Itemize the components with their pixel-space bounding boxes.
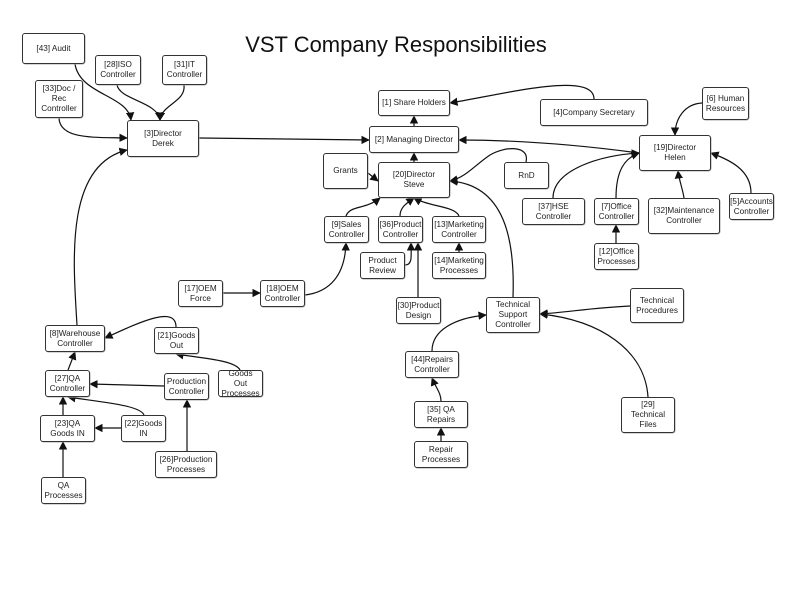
node-techfiles[interactable]: [29] Technical Files <box>621 397 675 433</box>
edge-review-to-product <box>404 242 416 266</box>
node-production[interactable]: Production Controller <box>164 373 209 400</box>
edge-grants-to-steve <box>367 172 379 182</box>
edge-helen-to-md <box>458 135 640 154</box>
edge-accounts-to-helen <box>710 151 752 194</box>
edge-docrec-to-derek <box>58 117 128 142</box>
node-rnd[interactable]: RnD <box>504 162 549 189</box>
node-qactrl[interactable]: [27]QA Controller <box>45 370 90 397</box>
edge-audit-to-derek <box>74 63 135 121</box>
node-goodsoutproc[interactable]: Goods Out Processes <box>218 369 263 398</box>
node-techsupport[interactable]: Technical Support Controller <box>486 297 540 333</box>
edge-repairs-to-techsupport <box>431 311 487 352</box>
node-review[interactable]: Product Review <box>360 252 405 279</box>
node-derek[interactable]: [3]Director Derek <box>127 120 199 157</box>
node-secretary[interactable]: [4]Company Secretary <box>540 99 648 126</box>
node-shareholders[interactable]: [1] Share Holders <box>378 90 450 116</box>
edge-it-to-derek <box>156 84 185 121</box>
edge-hse-to-helen <box>552 149 640 199</box>
node-hr[interactable]: [6] Human Resources <box>702 87 749 120</box>
edge-sales-to-steve <box>345 197 381 217</box>
node-repairproc[interactable]: Repair Processes <box>414 441 468 468</box>
node-repairs[interactable]: [44]Repairs Controller <box>405 351 459 378</box>
node-mktproc[interactable]: [14]Marketing Processes <box>432 252 486 279</box>
node-helen[interactable]: [19]Director Helen <box>639 135 711 171</box>
edge-production-to-qactrl <box>89 380 165 389</box>
node-steve[interactable]: [20]Director Steve <box>378 162 450 198</box>
node-goodsin[interactable]: [22]Goods IN <box>121 415 166 442</box>
edge-iso-to-derek <box>116 84 164 121</box>
edge-rnd-to-steve <box>449 148 527 184</box>
edge-techproc-to-techsupport <box>539 305 631 318</box>
node-product[interactable]: [36]Product Controller <box>378 216 423 243</box>
node-maintenance[interactable]: [32]Maintenance Controller <box>648 198 720 234</box>
edge-techfiles-to-techsupport <box>539 310 649 398</box>
node-hse[interactable]: [37]HSE Controller <box>522 198 585 225</box>
edge-product-to-steve <box>399 197 415 217</box>
node-md[interactable]: [2] Managing Director <box>369 126 459 153</box>
edge-secretary-to-shareholders <box>449 84 595 106</box>
edge-qactrl-to-warehouse <box>67 351 77 371</box>
node-goodsout[interactable]: [21]Goods Out <box>154 327 199 354</box>
edge-goodsoutproc-to-goodsout <box>175 351 241 371</box>
node-warehouse[interactable]: [8]Warehouse Controller <box>45 325 105 352</box>
edge-derek-to-md <box>198 135 370 145</box>
node-design[interactable]: [30]Product Design <box>396 297 441 324</box>
node-oemctrl[interactable]: [18]OEM Controller <box>260 280 305 307</box>
node-office[interactable]: [7]Office Controller <box>594 198 639 225</box>
diagram-title: VST Company Responsibilities <box>245 32 547 57</box>
edge-qarepairs-to-repairs <box>430 377 442 402</box>
node-marketing[interactable]: [13]Marketing Controller <box>432 216 486 243</box>
node-techproc[interactable]: Technical Procedures <box>630 288 684 323</box>
edge-goodsout-to-warehouse <box>104 315 177 339</box>
edge-maintenance-to-helen <box>674 170 685 199</box>
edge-goodsin-to-qactrl <box>67 394 145 416</box>
node-officeproc[interactable]: [12]Office Processes <box>594 243 639 270</box>
node-qagoodsin[interactable]: [23]QA Goods IN <box>40 415 95 442</box>
edge-oemctrl-to-sales <box>304 242 350 296</box>
node-oemforce[interactable]: [17]OEM Force <box>178 280 223 307</box>
node-prodproc[interactable]: [26]Production Processes <box>155 451 217 478</box>
edge-warehouse-to-derek <box>73 147 128 326</box>
node-grants[interactable]: Grants <box>323 153 368 189</box>
node-sales[interactable]: [9]Sales Controller <box>324 216 369 243</box>
edge-techsupport-to-steve <box>449 177 514 298</box>
node-qaproc[interactable]: QA Processes <box>41 477 86 504</box>
edge-office-to-helen <box>615 151 640 199</box>
node-docrec[interactable]: [33]Doc / Rec Controller <box>35 80 83 118</box>
node-audit[interactable]: [43] Audit <box>22 33 85 64</box>
node-accounts[interactable]: [5]Accounts Controller <box>729 193 774 220</box>
node-it[interactable]: [31]IT Controller <box>162 55 207 85</box>
edge-hr-to-helen <box>670 102 703 136</box>
edge-marketing-to-steve <box>413 197 460 217</box>
node-qarepairs[interactable]: [35] QA Repairs <box>414 401 468 428</box>
node-iso[interactable]: [28]ISO Controller <box>95 55 141 85</box>
